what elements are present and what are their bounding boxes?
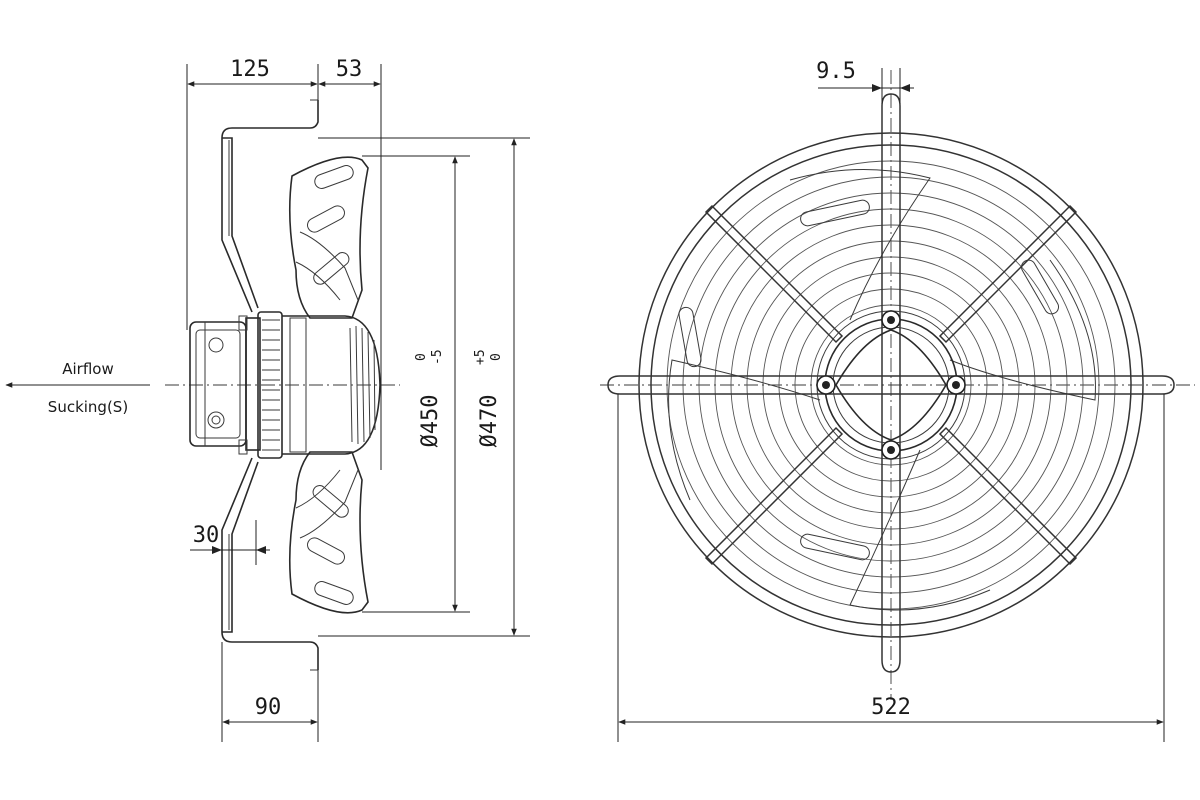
dim-450-tol-upper: 0: [414, 353, 429, 361]
blade-upper: [288, 156, 369, 319]
dim-9-5-arrow-right: [900, 84, 910, 92]
side-view: 125 53 Ø450 0 -5 Ø470 +5 0 30 90 Airflow…: [5, 57, 530, 742]
blade-lower-slot-3: [312, 485, 349, 518]
dim-470-tol-lower: 0: [489, 353, 504, 361]
blade-lower-slot-2: [307, 537, 345, 565]
guard-rings: [638, 132, 1144, 638]
hub-bolts: [816, 310, 966, 460]
dim-30-arrow-right: [256, 546, 266, 554]
motor-body: [189, 315, 261, 455]
mounting-ring-profile-bottom: [221, 457, 319, 670]
dim-9-5-arrow-left: [872, 84, 882, 92]
dim-522-label: 522: [871, 695, 911, 720]
blade-upper-edge: [295, 231, 359, 301]
dim-125-label: 125: [230, 57, 270, 82]
front-view: 9.5 522: [600, 59, 1195, 742]
mounting-ring-profile: [221, 100, 319, 313]
dim-450-tol-lower: -5: [430, 349, 445, 365]
blade-upper-slot-3: [313, 252, 350, 285]
dim-9-5-label: 9.5: [816, 59, 856, 84]
dim-30-label: 30: [193, 523, 220, 548]
dim-450-label: Ø450: [418, 395, 443, 448]
sucking-label: Sucking(S): [48, 398, 128, 416]
dim-30-arrow-left: [212, 546, 222, 554]
dim-470-tol-upper: +5: [473, 349, 488, 365]
blade-upper-slot-2: [307, 205, 345, 233]
blade-lower-edge: [295, 469, 359, 539]
dim-53-label: 53: [336, 57, 363, 82]
blade-upper-slot-1: [314, 165, 354, 189]
blade-lower-slot-1: [314, 581, 354, 605]
airflow-label: Airflow: [62, 360, 114, 378]
dim-90-label: 90: [255, 695, 282, 720]
blade-lower: [288, 451, 369, 614]
motor-rotor-fins: [257, 311, 381, 459]
dim-470-label: Ø470: [477, 395, 502, 448]
mounting-bar-vertical: [881, 93, 901, 673]
guard-spokes: [704, 204, 1078, 566]
front-blades: [668, 169, 1096, 611]
mounting-bar-horizontal: [607, 375, 1175, 395]
